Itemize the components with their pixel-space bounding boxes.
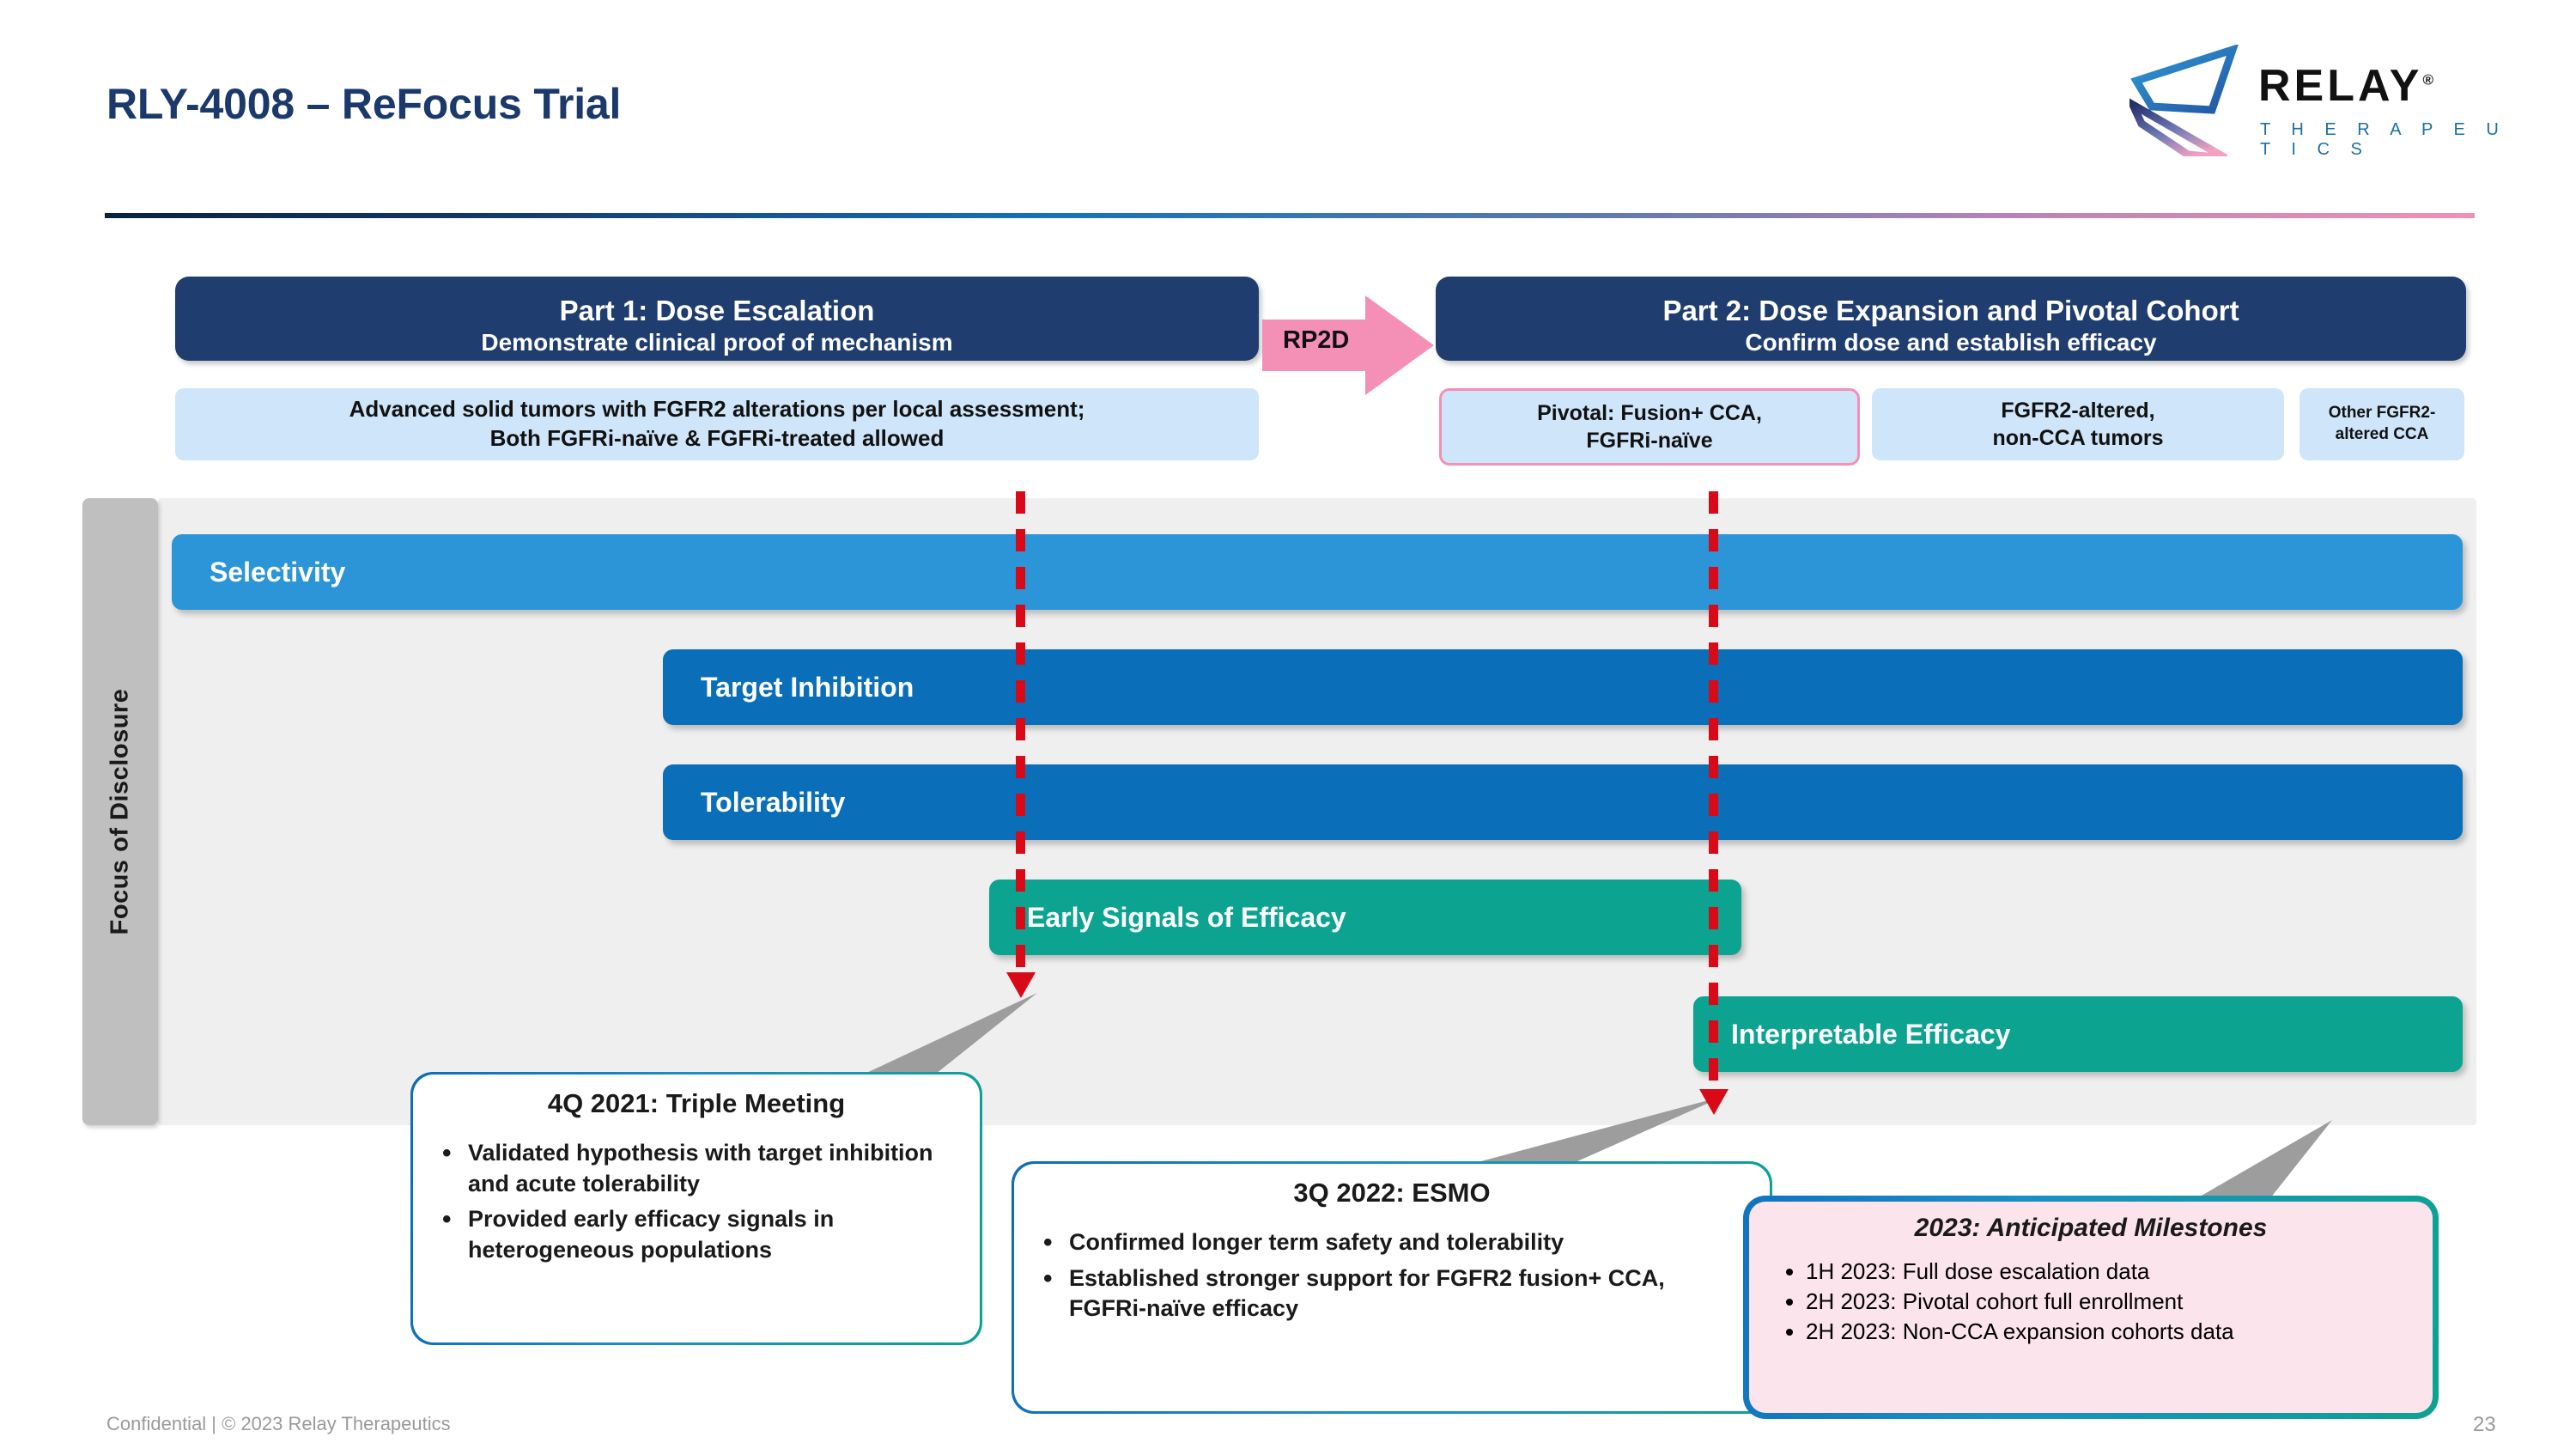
logo-wordmark: RELAY®	[2258, 61, 2433, 111]
callout-3q2022-title: 3Q 2022: ESMO	[1293, 1178, 1491, 1208]
footer-confidential: Confidential | © 2023 Relay Therapeutics	[106, 1413, 451, 1434]
milestone-line-1	[1016, 491, 1025, 981]
list-item: 2H 2023: Pivotal cohort full enrollment	[1806, 1288, 2410, 1315]
part1-banner: Part 1: Dose Escalation Demonstrate clin…	[175, 277, 1259, 361]
milestone-arrowhead-2	[1699, 1089, 1728, 1115]
focus-rail-label: Focus of Disclosure	[106, 688, 134, 935]
list-item: Provided early efficacy signals in heter…	[435, 1202, 957, 1265]
logo-tagline: T H E R A P E U T I C S	[2260, 120, 2507, 159]
part1-population: Advanced solid tumors with FGFR2 alterat…	[175, 388, 1259, 460]
callout-2023-title: 2023: Anticipated Milestones	[1914, 1214, 2268, 1242]
callout-4q2021: 4Q 2021: Triple Meeting Validated hypoth…	[410, 1072, 982, 1345]
list-item: 1H 2023: Full dose escalation data	[1806, 1258, 2410, 1285]
callout-4q2021-title: 4Q 2021: Triple Meeting	[547, 1088, 846, 1118]
cohort-other-cca: Other FGFR2-altered CCA	[2300, 388, 2464, 460]
rp2d-arrow-icon	[1262, 295, 1434, 395]
registered-mark: ®	[2422, 71, 2433, 88]
focus-of-disclosure-rail: Focus of Disclosure	[82, 498, 158, 1125]
page-number: 23	[2473, 1413, 2496, 1436]
bar-tolerability: Tolerability	[663, 764, 2463, 840]
part2-title: Part 2: Dose Expansion and Pivotal Cohor…	[1662, 295, 2239, 326]
milestone-line-2	[1709, 491, 1718, 1098]
callout-2023-milestones: 2023: Anticipated Milestones 1H 2023: Fu…	[1743, 1196, 2439, 1419]
list-item: Validated hypothesis with target inhibit…	[435, 1136, 957, 1199]
part2-banner: Part 2: Dose Expansion and Pivotal Cohor…	[1436, 277, 2466, 361]
part1-subtitle: Demonstrate clinical proof of mechanism	[481, 329, 953, 356]
callout-3q2022-bullets: Confirmed longer term safety and tolerab…	[1036, 1226, 1747, 1324]
part1-title: Part 1: Dose Escalation	[559, 295, 875, 326]
bar-interpretable-efficacy: Interpretable Efficacy	[1693, 996, 2463, 1072]
callout-2023-bullets: 1H 2023: Full dose escalation data 2H 20…	[1771, 1258, 2410, 1345]
milestone-arrowhead-1	[1006, 972, 1036, 998]
list-item: 2H 2023: Non-CCA expansion cohorts data	[1806, 1318, 2410, 1345]
relay-logo: RELAY® T H E R A P E U T I C S	[2129, 45, 2516, 159]
callout-3q2022: 3Q 2022: ESMO Confirmed longer term safe…	[1012, 1161, 1772, 1414]
cohort-non-cca: FGFR2-altered,non-CCA tumors	[1872, 388, 2284, 460]
list-item: Established stronger support for FGFR2 f…	[1036, 1262, 1747, 1324]
pointer-callout-3-icon	[2190, 1120, 2332, 1202]
bar-early-signals-of-efficacy: Early Signals of Efficacy	[989, 880, 1741, 955]
relay-mark-icon	[2129, 45, 2239, 156]
bar-selectivity: Selectivity	[172, 534, 2463, 610]
list-item: Confirmed longer term safety and tolerab…	[1036, 1226, 1747, 1259]
part1-population-text: Advanced solid tumors with FGFR2 alterat…	[349, 396, 1085, 451]
rp2d-label: RP2D	[1283, 326, 1350, 354]
cohort-pivotal: Pivotal: Fusion+ CCA,FGFRi-naïve	[1439, 388, 1860, 466]
pointer-callout-2-icon	[1443, 1096, 1724, 1172]
pointer-callout-1-icon	[850, 993, 1037, 1081]
callout-4q2021-bullets: Validated hypothesis with target inhibit…	[435, 1136, 957, 1266]
page-title: RLY-4008 – ReFocus Trial	[106, 80, 622, 128]
part2-subtitle: Confirm dose and establish efficacy	[1745, 329, 2157, 356]
title-divider	[105, 213, 2475, 218]
bar-target-inhibition: Target Inhibition	[663, 649, 2463, 725]
